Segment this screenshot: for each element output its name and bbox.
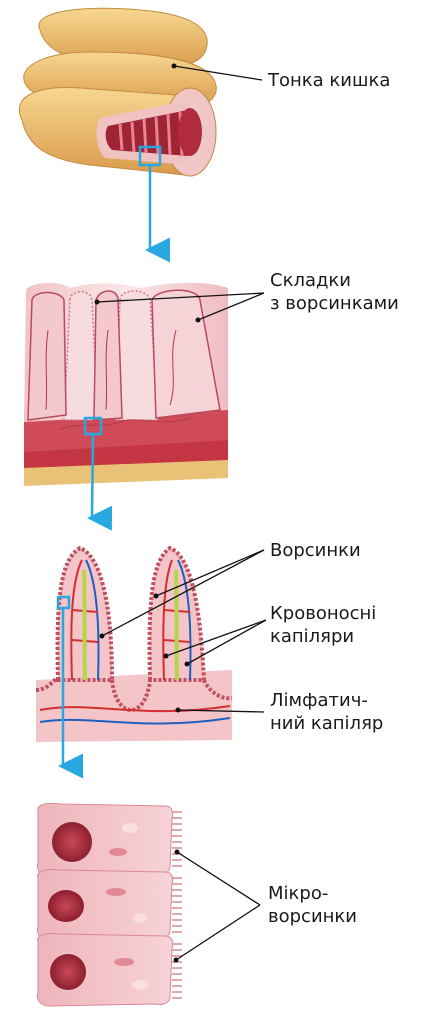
villi-capillaries-illustration	[36, 548, 232, 742]
label-blood-capillaries-line2: капіляри	[270, 626, 354, 648]
microvilli-fringe	[172, 812, 182, 998]
label-lymph-capillary-line2: ний капіляр	[270, 713, 383, 735]
label-villi: Ворсинки	[270, 540, 361, 562]
label-microvilli-line1: Мікро-	[268, 883, 328, 905]
small-intestine-illustration	[19, 8, 216, 176]
label-small-intestine: Тонка кишка	[268, 70, 390, 92]
zoom-arrow-2	[92, 434, 93, 518]
folds-with-villi-illustration	[24, 283, 228, 486]
epithelial-cell-2	[38, 869, 173, 940]
label-blood-capillaries-line1: Кровоносні	[270, 603, 376, 625]
label-microvilli-line2: ворсинки	[268, 906, 357, 928]
epithelial-cell-3	[38, 933, 173, 1006]
epithelial-cells-illustration	[38, 803, 183, 1006]
epithelial-cell-1	[38, 803, 173, 876]
label-lymph-capillary-line1: Лімфатич-	[270, 690, 368, 712]
label-folds-line2: з ворсинками	[270, 293, 399, 315]
label-folds-line1: Складки	[270, 270, 351, 292]
